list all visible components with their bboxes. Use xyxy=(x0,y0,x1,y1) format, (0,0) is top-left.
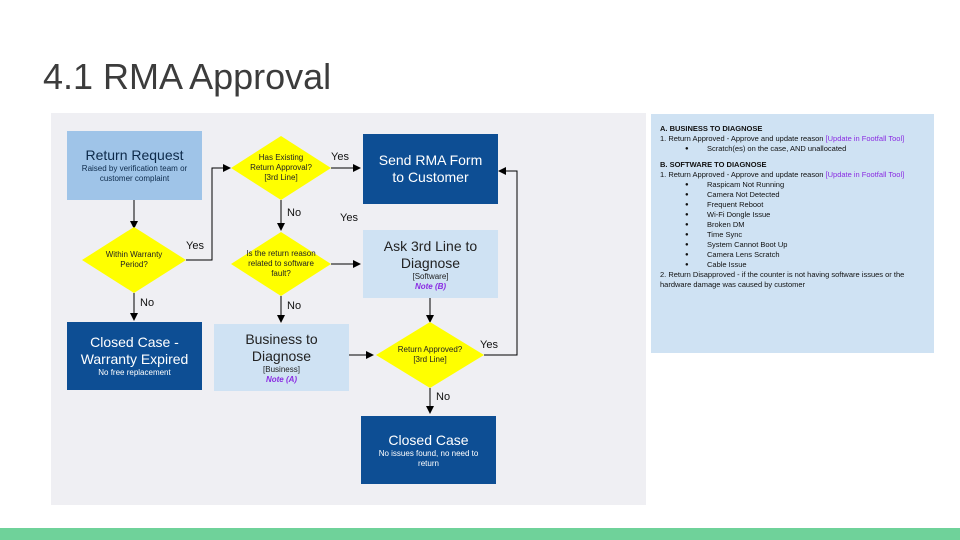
notes-b-list: Raspicam Not Running Camera Not Detected… xyxy=(660,180,926,270)
send-rma-title: Send RMA Form to Customer xyxy=(378,152,483,185)
notes-b-line2: 2. Return Disapproved - if the counter i… xyxy=(660,270,905,289)
business-diagnose-note: Note (A) xyxy=(265,375,298,384)
label-existing-yes: Yes xyxy=(331,151,349,163)
notes-panel: A. BUSINESS TO DIAGNOSE 1. Return Approv… xyxy=(651,114,934,353)
label-warranty-no: No xyxy=(140,297,155,309)
decision-has-existing-approval xyxy=(231,136,331,200)
label-warranty-yes: Yes xyxy=(186,240,204,252)
closed-case-title: Closed Case xyxy=(388,431,469,448)
label-software-no: No xyxy=(287,300,302,312)
list-item: Raspicam Not Running xyxy=(660,180,926,190)
decision-return-approved xyxy=(376,322,484,388)
label-software-yes: Yes xyxy=(340,212,358,224)
node-ask-3rd-line: Ask 3rd Line to Diagnose [Software] Note… xyxy=(363,230,498,298)
list-item: Frequent Reboot xyxy=(660,200,926,210)
closed-warranty-sub: No free replacement xyxy=(98,368,171,377)
list-item: Scratch(es) on the case, AND unallocated xyxy=(660,144,926,154)
notes-a-footfall-link[interactable]: [Update in Footfall Tool] xyxy=(825,134,905,143)
node-return-request: Return Request Raised by verification te… xyxy=(67,131,202,200)
ask-3rd-line-note: Note (B) xyxy=(414,281,447,291)
list-item: Cable Issue xyxy=(660,260,926,270)
within-warranty-text: Within Warranty Period? xyxy=(105,250,163,269)
notes-b-footfall-link[interactable]: [Update in Footfall Tool] xyxy=(825,170,905,179)
decision-software-fault xyxy=(231,232,331,296)
closed-warranty-title: Closed Case - Warranty Expired xyxy=(80,334,189,367)
node-business-to-diagnose: Business to Diagnose [Business] Note (A) xyxy=(214,324,349,391)
ask-3rd-line-title: Ask 3rd Line to Diagnose xyxy=(383,237,478,271)
list-item: Wi-Fi Dongle Issue xyxy=(660,210,926,220)
notes-a-line1: 1. Return Approved - Approve and update … xyxy=(660,134,926,144)
business-diagnose-tag: [Business] xyxy=(263,365,300,374)
list-item: System Cannot Boot Up xyxy=(660,240,926,250)
return-approved-text: Return Approved? [3rd Line] xyxy=(397,345,463,364)
arrow-approved-yes xyxy=(484,167,518,356)
notes-b-line1-text: 1. Return Approved - Approve and update … xyxy=(660,170,826,179)
ask-3rd-line-tag: [Software] xyxy=(412,271,449,281)
notes-b-line1: 1. Return Approved - Approve and update … xyxy=(660,170,926,180)
list-item: Camera Lens Scratch xyxy=(660,250,926,260)
notes-a-heading: A. BUSINESS TO DIAGNOSE xyxy=(660,124,763,133)
software-fault-text: Is the return reason related to software… xyxy=(246,249,316,278)
node-closed-case: Closed Case No issues found, no need to … xyxy=(361,416,496,484)
list-item: Broken DM xyxy=(660,220,926,230)
notes-b-heading: B. SOFTWARE TO DIAGNOSE xyxy=(660,160,767,169)
notes-a-list: Scratch(es) on the case, AND unallocated xyxy=(660,144,926,154)
return-request-sub: Raised by verification team or customer … xyxy=(81,164,188,183)
label-approved-yes: Yes xyxy=(480,339,498,351)
notes-a-line1-text: 1. Return Approved - Approve and update … xyxy=(660,134,826,143)
node-closed-warranty-expired: Closed Case - Warranty Expired No free r… xyxy=(67,322,202,390)
label-existing-no: No xyxy=(287,207,302,219)
slide-title: 4.1 RMA Approval xyxy=(43,56,332,97)
has-existing-text: Has Existing Return Approval? [3rd Line] xyxy=(250,153,312,182)
bottom-accent-bar xyxy=(0,528,960,540)
closed-case-sub: No issues found, no need to return xyxy=(378,448,479,468)
return-request-title: Return Request xyxy=(85,147,184,163)
list-item: Camera Not Detected xyxy=(660,190,926,200)
decision-within-warranty xyxy=(82,227,186,293)
arrow-warranty-yes xyxy=(186,164,231,261)
business-diagnose-title: Business to Diagnose xyxy=(245,331,318,364)
node-send-rma-form: Send RMA Form to Customer xyxy=(363,134,498,204)
list-item: Time Sync xyxy=(660,230,926,240)
label-approved-no: No xyxy=(436,391,451,403)
